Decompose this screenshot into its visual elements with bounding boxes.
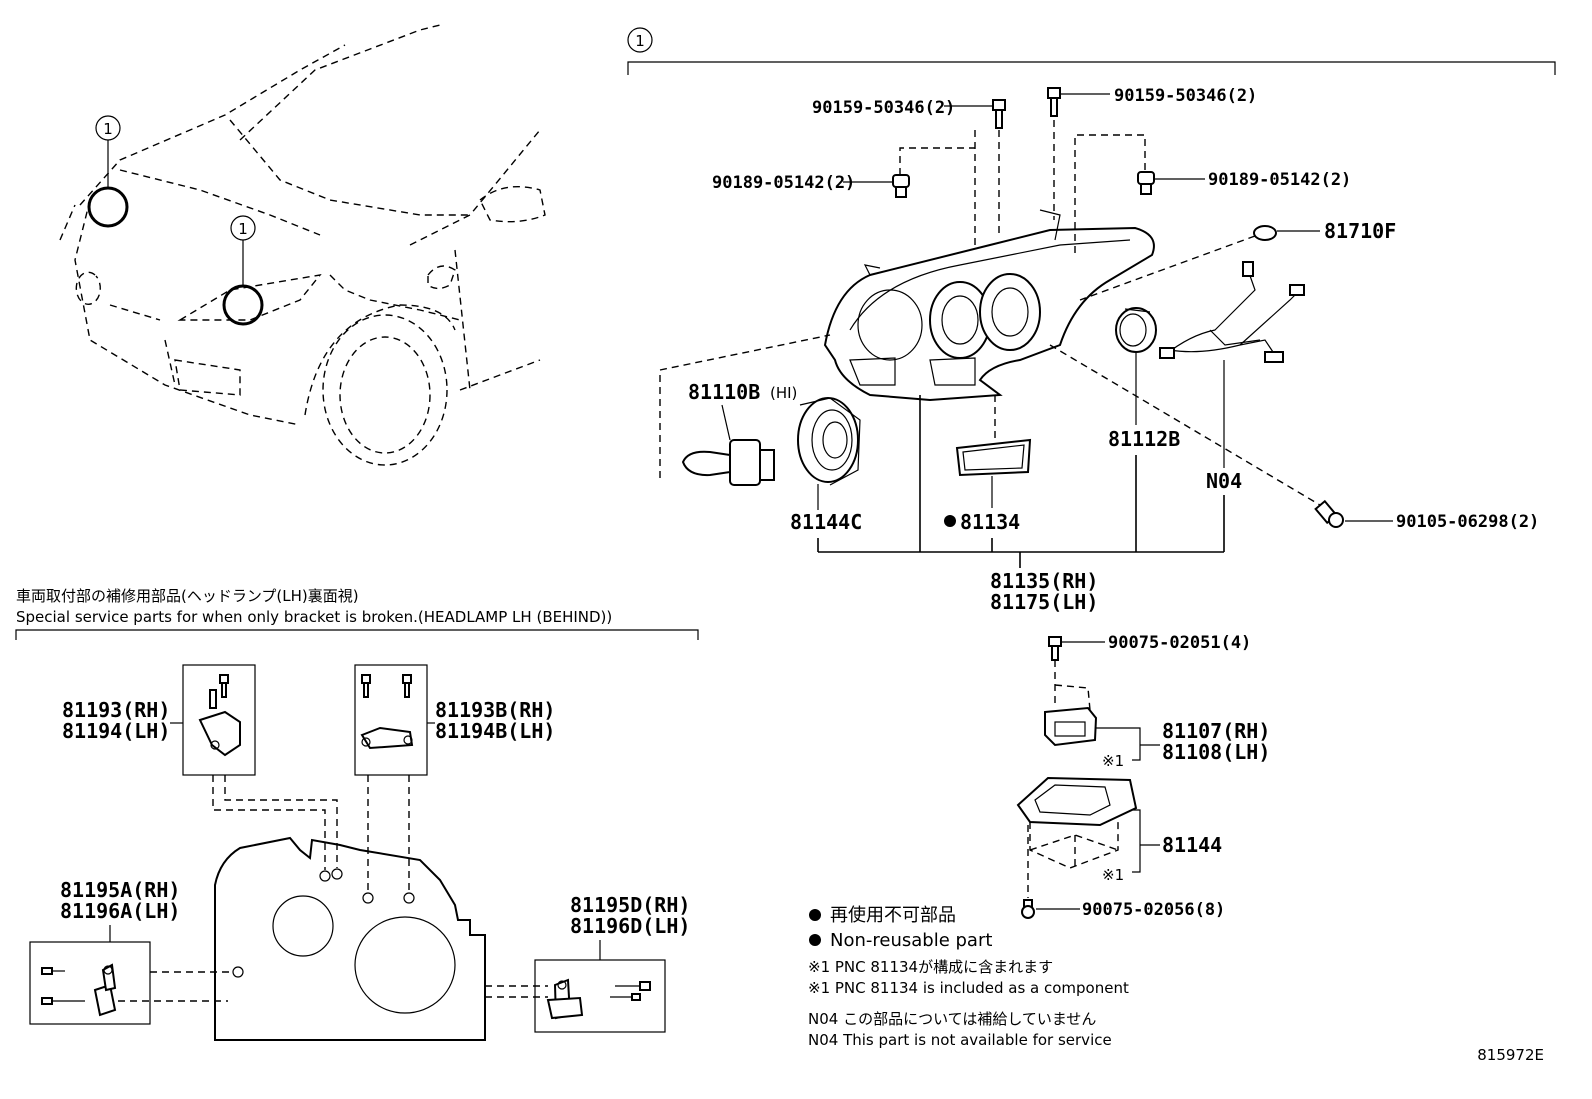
bracket-repair-section: 車両取付部の補修用部品(ヘッドランプ(LH)裏面視) Special servi… (15, 587, 699, 1041)
diagram-id: 815972E (1477, 1046, 1544, 1064)
bracket-box-81193B (354, 664, 428, 776)
cap-81112B (1115, 307, 1157, 353)
bracket-title-en: Special service parts for when only brac… (16, 608, 612, 626)
legend-dot-en (809, 934, 821, 946)
label-81135-rh: 81135(RH) (990, 569, 1098, 593)
clip-90189-left (892, 174, 910, 198)
label-81710F: 81710F (1324, 219, 1396, 243)
bracket-81193B (360, 674, 414, 750)
label-90105: 90105-06298(2) (1396, 512, 1539, 532)
label-81193B-rh: 81193B(RH) (435, 698, 555, 722)
clip-90189-right (1137, 171, 1155, 195)
headlamp-lh-highlight (222, 284, 264, 326)
label-90159-left: 90159-50346(2) (812, 98, 955, 118)
callout-1-rh: 1 (103, 120, 113, 138)
label-81108-lh: 81108(LH) (1162, 740, 1270, 764)
label-81194B-lh: 81194B(LH) (435, 719, 555, 743)
label-81175-lh: 81175(LH) (990, 590, 1098, 614)
note-mark-81107: ※1 (1102, 752, 1124, 770)
screw-90075-02051 (1048, 636, 1062, 661)
headlamp-rh-highlight (87, 186, 129, 228)
label-81144C: 81144C (790, 510, 862, 534)
gasket-81134 (955, 438, 1032, 477)
label-81134: 81134 (960, 510, 1020, 534)
bracket-81195D (546, 978, 651, 1020)
legend-nonreusable-en: Non-reusable part (830, 930, 992, 951)
bracket-box-81195A (29, 941, 151, 1025)
legend-nonreusable-jp: 再使用不可部品 (830, 905, 956, 926)
label-81196A-lh: 81196A(LH) (60, 899, 180, 923)
bracket-81195A (41, 963, 117, 1017)
legend-n04-jp: N04 この部品については補給していません (808, 1010, 1096, 1028)
legend-n04-en: N04 This part is not available for servi… (808, 1031, 1112, 1049)
ballast-section: 90075-02051(4) 81107(RH) 81108(LH) ※1 81… (1016, 633, 1270, 920)
label-81196D-lh: 81196D(LH) (570, 914, 690, 938)
bracket-title-jp: 車両取付部の補修用部品(ヘッドランプ(LH)裏面視) (16, 587, 359, 605)
note-mark-81144: ※1 (1102, 866, 1124, 884)
label-N04: N04 (1206, 469, 1242, 493)
label-81193-rh: 81193(RH) (62, 698, 170, 722)
label-81112B: 81112B (1108, 427, 1180, 451)
label-90075-02056: 90075-02056(8) (1082, 900, 1225, 920)
legend-note1-en: ※1 PNC 81134 is included as a component (808, 979, 1129, 997)
legend-note1-jp: ※1 PNC 81134が構成に含まれます (808, 958, 1053, 976)
headlamp-housing (823, 209, 1155, 402)
grommet-81710F (1253, 225, 1277, 241)
label-90075-02051: 90075-02051(4) (1108, 633, 1251, 653)
module-81107 (1044, 706, 1098, 747)
bulb-81110B (681, 439, 775, 486)
screw-90075-02056 (1021, 899, 1035, 919)
section-callout-1: 1 (635, 32, 645, 50)
ballast-81144 (1016, 776, 1138, 869)
headlamp-back-view (214, 836, 486, 1041)
label-81195D-rh: 81195D(RH) (570, 893, 690, 917)
label-90189-left: 90189-05142(2) (712, 173, 855, 193)
label-81144: 81144 (1162, 833, 1222, 857)
label-81107-rh: 81107(RH) (1162, 719, 1270, 743)
label-81195A-rh: 81195A(RH) (60, 878, 180, 902)
legend: 再使用不可部品 Non-reusable part ※1 PNC 81134が構… (808, 905, 1129, 1049)
callout-1-lh: 1 (238, 220, 248, 238)
label-81194-lh: 81194(LH) (62, 719, 170, 743)
legend-dot-jp (809, 909, 821, 921)
label-81110B-hi: (HI) (770, 384, 797, 402)
label-81110B: 81110B (688, 380, 760, 404)
label-90159-right: 90159-50346(2) (1114, 86, 1257, 106)
nonreusable-dot-81134 (944, 515, 956, 527)
screw-90159-left (992, 99, 1006, 129)
screw-90105 (1314, 499, 1344, 528)
bracket-81193 (198, 674, 241, 757)
vehicle-front-view: 1 1 (59, 24, 546, 466)
cover-81144C (797, 397, 861, 486)
label-90189-right: 90189-05142(2) (1208, 170, 1351, 190)
bracket-box-81193 (182, 664, 256, 776)
wiring-harness-N04 (1159, 261, 1305, 363)
screw-90159-right (1047, 87, 1061, 117)
headlamp-assembly-section: 1 90159-50346(2) 90159-50346(2 (627, 27, 1556, 614)
